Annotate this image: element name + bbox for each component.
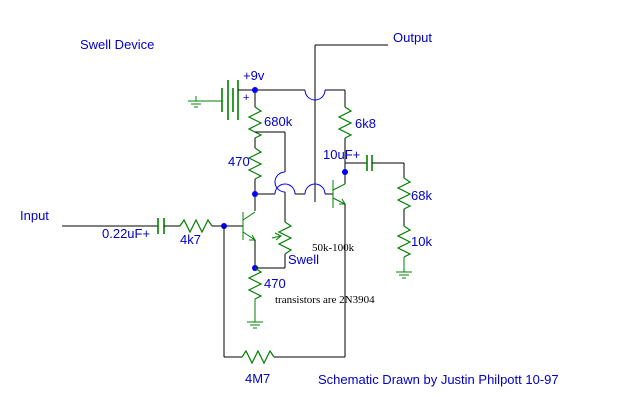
credit-text: Schematic Drawn by Justin Philpott 10-97 [318,372,559,387]
resistor-10k [396,225,412,258]
supply-rail [254,89,346,107]
junction-dot [342,169,348,175]
battery-symbol [188,80,255,120]
resistor-680k-label: 680k [264,114,293,129]
resistor-680k [247,106,263,139]
resistor-68k-label: 68k [411,188,432,203]
pot-value-label: 50k-100k [312,242,355,254]
feedback-loop [223,226,345,358]
resistor-68k [396,177,412,210]
resistor-10k-label: 10k [411,234,432,249]
resistor-6k8 [337,106,353,139]
swell-bypass-wire [255,131,286,222]
resistor-470-top-label: 470 [228,154,250,169]
ground-symbol [396,257,412,279]
resistor-6k8-label: 6k8 [355,116,376,131]
resistor-4m7-label: 4M7 [245,371,270,386]
resistor-470-bottom-label: 470 [264,276,286,291]
resistor-4m7 [241,349,275,365]
input-label: Input [20,208,49,223]
supply-label: +9v [243,68,265,83]
transistor-q1 [242,211,256,241]
capacitor-0-22uf [157,218,180,234]
resistor-4k7 [179,218,213,234]
swell-potentiometer [255,221,293,269]
capacitor-0-22uf-label: 0.22uF+ [102,226,150,241]
output-line [314,44,388,202]
supply-plus-sign: + [243,92,249,104]
transistor-note: transistors are 2N3904 [275,294,375,306]
resistor-4k7-label: 4k7 [180,232,201,247]
junction-dot [252,87,258,93]
output-label: Output [393,30,432,45]
junction-dot [252,191,258,197]
schematic-title: Swell Device [80,37,154,52]
ground-symbol [247,299,263,329]
capacitor-10uf-label: 10uF+ [323,147,360,162]
resistor-470-bottom [247,267,263,300]
capacitor-10uf [345,155,405,178]
swell-label: Swell [288,252,319,267]
q1-collector-wire [255,183,333,195]
resistor-470-top [247,147,263,180]
transistor-q2 [332,180,346,208]
